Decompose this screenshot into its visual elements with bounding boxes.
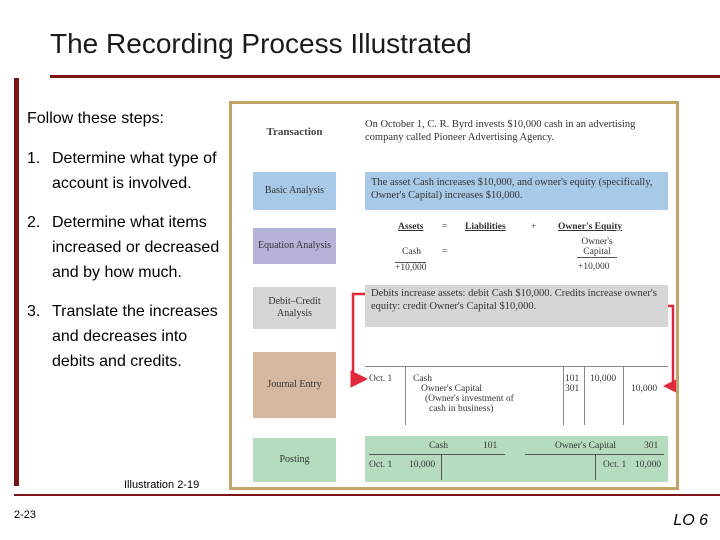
equation-equals: = [442, 222, 448, 232]
equation-plus: + [531, 222, 537, 232]
journal-entry-label: Journal Entry [253, 352, 336, 418]
intro-text: Follow these steps: [27, 110, 164, 127]
equation-liabilities: Liabilities [465, 222, 506, 232]
step-item: 1.Determine what type of account is invo… [27, 150, 217, 192]
recording-process-illustration: Transaction Basic Analysis Equation Anal… [229, 101, 679, 490]
journal-debit-amount: 10,000 [590, 374, 617, 384]
learning-objective: LO 6 [673, 512, 708, 529]
equation-assets: Assets [398, 222, 424, 232]
basic-analysis-text: The asset Cash increases $10,000, and ow… [365, 172, 668, 210]
journal-explanation-line-1: (Owner's investment of [425, 394, 514, 404]
posting-capital-title: Owner's Capital [555, 441, 617, 451]
transaction-text: On October 1, C. R. Byrd invests $10,000… [365, 119, 636, 143]
debit-credit-text: Debits increase assets: debit Cash $10,0… [365, 285, 668, 327]
equation-analysis-label: Equation Analysis [253, 228, 336, 264]
equation-owners-capital: Owner's Capital [577, 237, 617, 258]
journal-ref-debit: 101 [565, 374, 580, 384]
illustration-caption: Illustration 2-19 [124, 479, 200, 491]
basic-analysis-label: Basic Analysis [253, 172, 336, 210]
posting-capital-date: Oct. 1 [603, 460, 627, 470]
step-item: 2.Determine what items increased or decr… [27, 214, 220, 281]
slide-number: 2-23 [14, 509, 37, 521]
equation-capital-amount: +10,000 [578, 262, 610, 272]
journal-credit-account: Owner's Capital [421, 384, 483, 394]
equation-cash-amount: +10,000 [395, 262, 427, 273]
title-divider [50, 75, 720, 78]
journal-ref-credit: 301 [565, 384, 580, 394]
equation-owners-equity: Owner's Equity [558, 222, 623, 232]
journal-explanation-line-2: cash in business) [429, 404, 494, 414]
left-accent-bar [14, 78, 19, 486]
journal-debit-account: Cash [413, 374, 432, 384]
journal-entry: Oct. 1 Cash Owner's Capital (Owner's inv… [365, 366, 668, 425]
posting-cash-date: Oct. 1 [369, 460, 393, 470]
posting-capital-amount: 10,000 [635, 460, 662, 470]
posting-capital-number: 301 [644, 441, 659, 451]
equation-equals-2: = [442, 247, 448, 257]
arrow-to-debit [350, 292, 368, 388]
step-item: 3.Translate the increases and decreases … [27, 303, 218, 370]
transaction-label: Transaction [266, 126, 323, 138]
posting-cash-title: Cash [429, 441, 448, 451]
slide-title: The Recording Process Illustrated [50, 28, 472, 59]
equation-cash: Cash [402, 247, 421, 257]
journal-credit-amount: 10,000 [631, 384, 658, 394]
posting-label: Posting [253, 438, 336, 482]
steps-list: 1.Determine what type of account is invo… [27, 146, 227, 388]
posting-cash-number: 101 [483, 441, 498, 451]
ledger-posting: Cash 101 Oct. 1 10,000 Owner's Capital 3… [365, 436, 668, 482]
posting-cash-amount: 10,000 [409, 460, 436, 470]
debit-credit-analysis-label: Debit–Credit Analysis [253, 287, 336, 329]
arrow-to-credit [663, 304, 676, 395]
accounting-equation: Assets = Liabilities + Owner's Equity Ca… [365, 218, 668, 278]
journal-date: Oct. 1 [369, 374, 393, 384]
footer-divider [14, 494, 720, 496]
flow-arrows [350, 292, 676, 395]
